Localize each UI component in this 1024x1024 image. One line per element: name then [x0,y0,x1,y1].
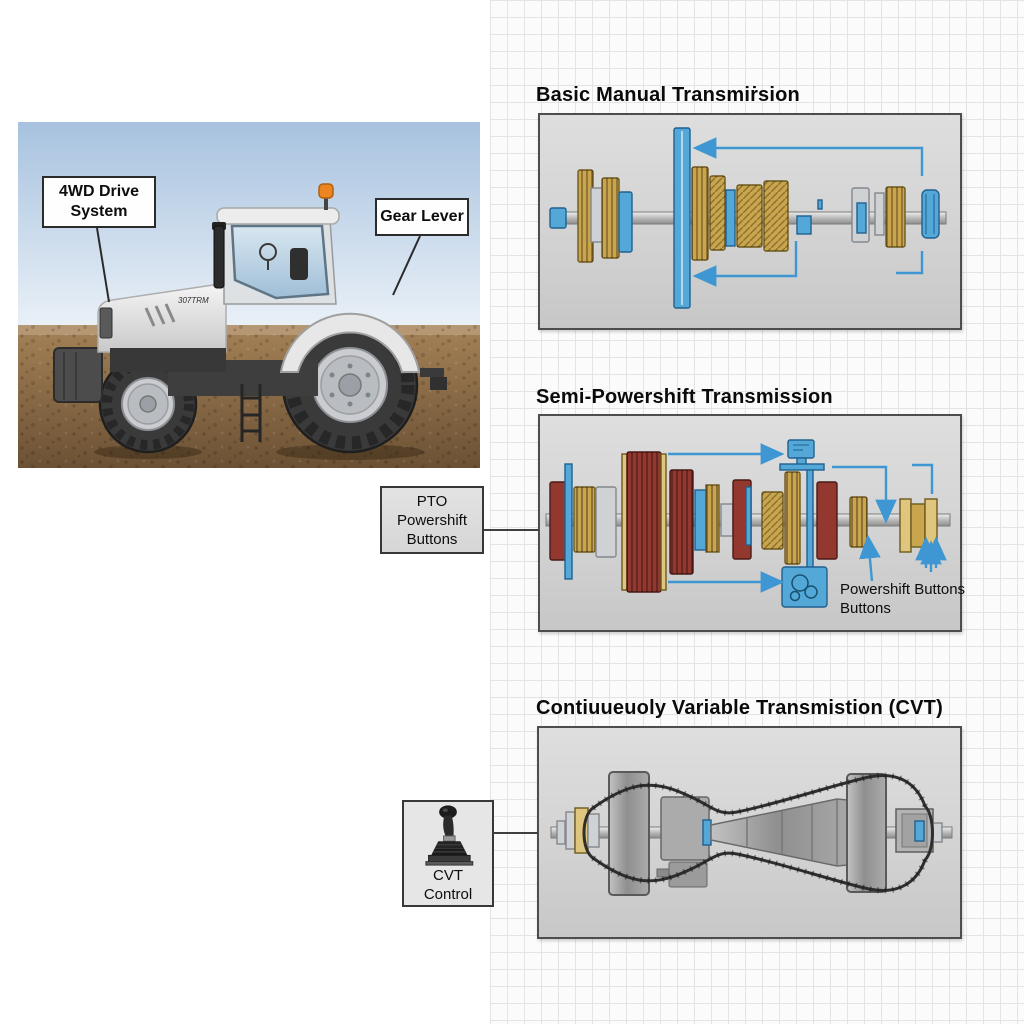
cab-roof [216,207,340,225]
arrow-up-gear [859,534,881,582]
center-gearbox [660,796,710,861]
cvt-diagram [550,771,953,896]
leader-line-gear [392,235,421,296]
cvt-belt [582,772,934,894]
title-basic-manual: Basic Manual Transmiṙsion [536,84,800,106]
right-variator-drum [846,773,887,893]
exhaust-stack [213,225,225,289]
title-cvt: Contiuueuoly Variable Transmistion (CVT) [536,697,943,719]
hitch [420,368,444,377]
grille [99,307,113,339]
left-variator-drum [608,771,650,896]
cvt-control-label: CVT Control [423,866,473,903]
rear-fender [279,312,421,373]
joystick-icon [425,804,474,866]
shift-mechanism [779,439,825,571]
label-4wd-drive-system: 4WD Drive System [42,176,156,228]
leader-line-drive [96,227,110,303]
title-semi-powershift: Semi-Powershift Transmission [536,386,833,408]
connector-pto [484,529,539,531]
panel-basic-manual-transmission [538,113,962,330]
cab [216,207,340,305]
seat [290,248,308,280]
beacon-light [318,183,334,199]
bracket-right [912,463,934,494]
hood-vents [144,303,176,327]
cab-steps [240,384,262,442]
basic-manual-diagram [549,127,947,309]
front-weight [53,347,103,403]
connector-cvt [492,832,538,834]
panel-semi-powershift-transmission [538,414,962,632]
flow-bracket-right [896,251,924,275]
hydraulic-actuator [781,566,828,608]
tractor-illustration: 307TRM [18,122,480,468]
label-gear-lever: Gear Lever [375,198,469,236]
callout-cvt-control: CVT Control [402,800,494,907]
power-flow-arrow-bottom [692,241,798,287]
power-flow-arrow-top [692,137,924,176]
arrow-down-shaft [832,465,897,524]
panel-cvt-transmission [537,726,962,939]
semi-powershift-diagram [545,439,951,608]
annotation-powershift-buttons: Powershift Buttons Buttons [840,581,966,617]
callout-pto-powershift-buttons: PTO Powershift Buttons [380,486,484,554]
hood-model-text: 307TRM [178,296,209,305]
front-wheel [98,354,198,454]
tractor-photo: 307TRM 4WD Drive System Gear Lever [18,122,480,468]
